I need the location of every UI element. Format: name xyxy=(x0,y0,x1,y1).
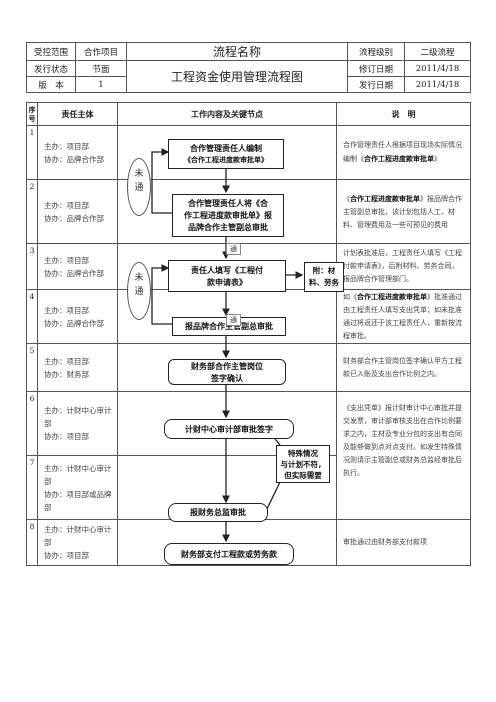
attachment-box: 附：材 料、劳务 xyxy=(304,262,344,292)
step-5-line: 财务部合作主管岗位 xyxy=(191,361,263,371)
attachment-line: 料、劳务 xyxy=(309,278,339,287)
resp-assist: 协办：财务部 xyxy=(44,369,89,379)
pass-label: 通 xyxy=(226,314,241,326)
note-text: 计划表批准后，工程责任人填写《工程付款申请表》，后附材料、劳务合同，报品牌合作管… xyxy=(343,249,462,283)
row-resp: 主办：项目部协办：品牌合作部 xyxy=(37,289,118,344)
resp-assist: 协办：品牌合作部 xyxy=(44,154,104,164)
step-7-box: 报财务总监审批 xyxy=(168,503,268,522)
step-2-line: 合作管理责任人将《合 xyxy=(188,198,268,208)
step-6-box: 计财中心审计部审批签字 xyxy=(164,419,294,439)
row-resp: 主办：计财中心审计部协办：项目部 xyxy=(37,519,118,566)
header-table: 受控范围 合作项目 流程名称 流程级别 二级流程 发行状态 节面 工程资金使用管… xyxy=(26,42,471,93)
step-2-line: 品牌合作主管副总审批 xyxy=(188,222,268,232)
table-row: 1 主办：项目部协办：品牌合作部 合作管理责任人根据项目现场实际情况编制《合作工… xyxy=(26,125,471,180)
col-note: 说 明 xyxy=(336,102,471,126)
special-line: 但实际需要 xyxy=(284,471,322,480)
note-text: 审批通过由财务部支付款项 xyxy=(343,538,427,546)
reject-loop-2 xyxy=(151,264,172,325)
resp-assist: 协办：品牌合作部 xyxy=(44,318,104,328)
special-case-box: 特殊情况 与计划不符， 但实际需要 xyxy=(276,445,330,483)
row-resp: 主办：计财中心审计部协办：项目部 xyxy=(37,391,118,456)
step-1-line: 合作管理责任人编制 xyxy=(190,143,262,153)
resp-main: 主办：计财中心审计部 xyxy=(44,406,112,428)
version-value: 1 xyxy=(75,76,127,93)
row-note: 《合作工程进度款审批单》报品牌合作主管副总审批，该计划包括人工、材料、管理费用及… xyxy=(336,179,471,244)
row-resp: 主办：项目部协办：品牌合作部 xyxy=(37,179,118,244)
step-3-line: 责任人填写《工程付 xyxy=(191,265,263,275)
step-2-box: 合作管理责任人将《合 作工程进度款审批单》报 品牌合作主管副总审批 xyxy=(172,194,284,237)
rejected-badge: 未 通 xyxy=(127,262,151,320)
row-note: 《支出凭单》报计财审计中心审批并提交发票，审计部审核支出在合作比例要求之内，主材… xyxy=(336,391,471,520)
resp-assist: 协办：品牌合作部 xyxy=(44,268,104,278)
special-line: 与计划不符， xyxy=(280,460,326,469)
row-note: 审批通过由财务部支付款项 xyxy=(336,519,471,566)
pass-label: 通 xyxy=(226,243,241,255)
special-link xyxy=(265,481,281,512)
name-label: 流程名称 xyxy=(126,42,348,61)
note-text: 》报品牌合作主管副总审批，该计划包括人工、材料、管理费用及一些可预见的费用 xyxy=(343,194,462,229)
resp-main: 主办：项目部 xyxy=(44,255,89,265)
resp-main: 主办：项目部 xyxy=(44,141,89,151)
resp-assist: 协办：项目部或品牌部 xyxy=(44,489,112,512)
resp-main: 主办：项目部 xyxy=(44,356,89,366)
row-note: 财务部合作主管岗位签字确认甲方工程款已入账及支出合作比例之内。 xyxy=(336,343,471,392)
note-bold: 合作工程进度款审批单 xyxy=(364,154,434,163)
row-resp: 主办：计财中心审计部协办：项目部或品牌部 xyxy=(37,455,118,520)
resp-main: 主办：项目部 xyxy=(44,305,89,315)
note-bold: 合作工程进度款审批单 xyxy=(357,292,427,301)
attachment-line: 附：材 xyxy=(312,266,336,275)
step-2-line: 作工程进度款审批单》报 xyxy=(184,210,272,220)
badge-line: 通 xyxy=(134,287,144,297)
rejected-badge: 未 通 xyxy=(127,158,151,216)
resp-assist: 协办：品牌合作部 xyxy=(44,213,104,223)
note-text: 财务部合作主管岗位签字确认甲方工程款已入账及支出合作比例之内。 xyxy=(343,356,462,378)
col-resp: 责任主体 xyxy=(37,102,118,126)
note-text: 如《 xyxy=(343,293,357,301)
step-8-box: 财务部支付工程款或劳务款 xyxy=(164,543,294,565)
note-text: 《支出凭单》报计财审计中心审批并提交发票，审计部审核支出在合作比例要求之内，主材… xyxy=(343,404,462,477)
reject-loop-1 xyxy=(151,148,172,214)
note-text: 《 xyxy=(343,194,350,203)
step-5-box: 财务部合作主管岗位 签字确认 xyxy=(168,359,286,385)
special-line: 特殊情况 xyxy=(288,449,318,458)
issue-value: 2011/4/18 xyxy=(404,76,471,93)
note-text: 合作管理责任人根据项目现场实际情况编制《 xyxy=(343,141,462,163)
badge-line: 未 xyxy=(134,169,144,179)
resp-assist: 协办：项目部 xyxy=(44,551,89,560)
step-5-line: 签字确认 xyxy=(211,373,243,383)
process-table: 序号 责任主体 工作内容及关键节点 说 明 1 主办：项目部协办：品牌合作部 合… xyxy=(26,102,471,566)
note-bold: 合作工程进度款审批单 xyxy=(350,193,420,203)
resp-main: 主办：计财中心审计部 xyxy=(44,463,112,486)
step-3-box: 责任人填写《工程付 款申请表》 xyxy=(168,260,286,292)
step-1-box: 合作管理责任人编制 《合作工程进度款审批单》 xyxy=(168,139,284,169)
step-3-line: 款申请表》 xyxy=(207,277,247,287)
resp-assist: 协办：项目部 xyxy=(44,432,89,441)
note-text: 》 xyxy=(434,155,441,163)
resp-main: 主办：计财中心审计部 xyxy=(44,525,112,547)
note-text: 》批准通过由工程责任人填写支出凭单；如未批准通过将返还于该工程责任人，重新按流程… xyxy=(343,293,462,340)
badge-line: 通 xyxy=(134,183,144,193)
step-1-line: 《合作工程进度款审批单》 xyxy=(184,155,268,164)
row-note: 如《合作工程进度款审批单》批准通过由工程责任人填写支出凭单；如未批准通过将返还于… xyxy=(336,289,471,344)
badge-line: 未 xyxy=(134,273,144,283)
row-resp: 主办：项目部协办：财务部 xyxy=(37,343,118,392)
page-title: 工程资金使用管理流程图 xyxy=(126,60,348,93)
row-note: 合作管理责任人根据项目现场实际情况编制《合作工程进度款审批单》 xyxy=(336,125,471,180)
resp-main: 主办：项目部 xyxy=(44,200,89,210)
